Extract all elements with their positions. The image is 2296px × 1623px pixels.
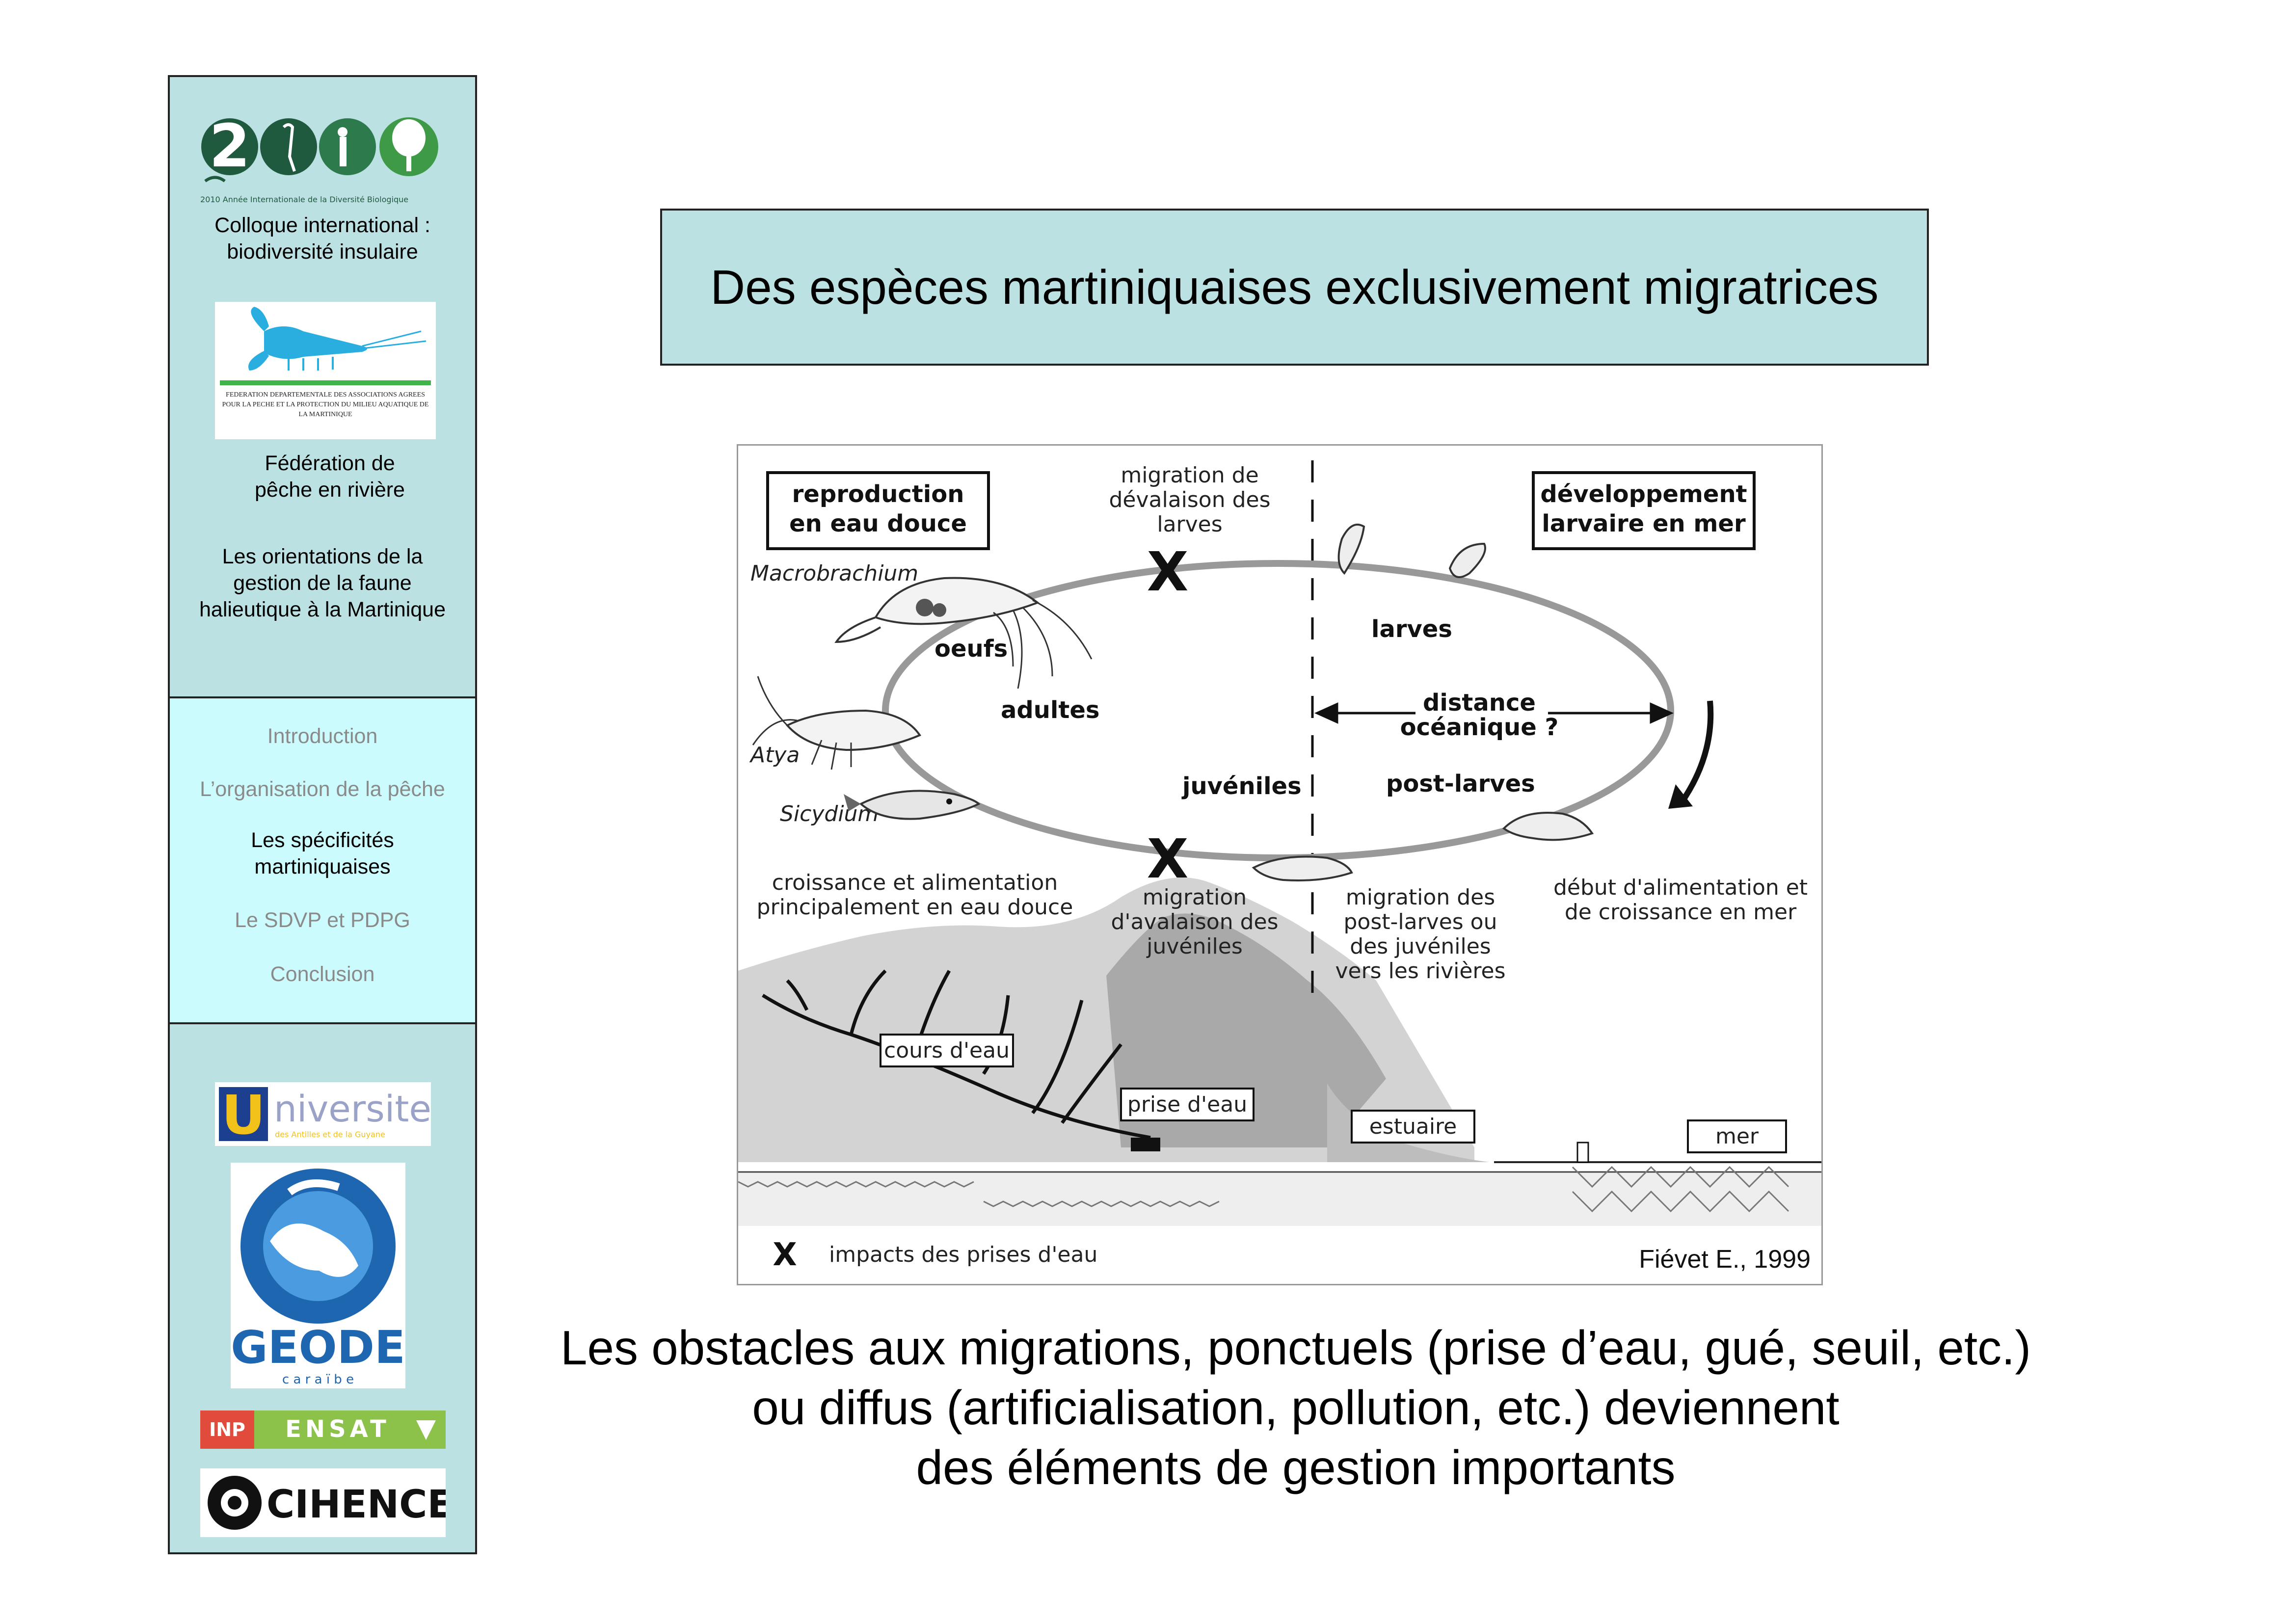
macrobrachium-shrimp-icon: [836, 578, 1092, 689]
slide-title: Des espèces martiniquaises exclusivement…: [662, 211, 1927, 364]
geode-logo-text: GEODE: [231, 1321, 405, 1374]
geode-logo-subtext: c a r a ï b e: [282, 1372, 354, 1387]
species-atya: Atya: [749, 743, 800, 768]
croissance-line2: principalement en eau douce: [757, 895, 1073, 920]
cycle-direction-arrow: [1681, 701, 1710, 804]
federation-logo-caption: FEDERATION DEPARTEMENTALE DES ASSOCIATIO…: [220, 390, 431, 420]
impact-marker-bottom: X: [1147, 827, 1189, 890]
inp-logo-text: INP: [209, 1419, 245, 1440]
label-mer: mer: [1715, 1124, 1759, 1149]
impact-marker-top: X: [1147, 540, 1189, 603]
label-post-larves: post-larves: [1386, 770, 1535, 798]
year-2010-logo: 2 2010 Année Internationale de la Divers…: [200, 107, 446, 206]
migration-cycle-diagram: reproduction en eau douce développement …: [738, 446, 1821, 1284]
migration-cycle-figure: reproduction en eau douce développement …: [737, 444, 1823, 1285]
federation-label: Fédération de pêche en rivière: [170, 450, 475, 503]
label-prise-eau: prise d'eau: [1127, 1092, 1247, 1117]
universite-logo: U niversite des Antilles et de la Guyane: [215, 1082, 431, 1146]
legend-marker: X: [773, 1237, 797, 1273]
label-adultes: adultes: [1001, 696, 1099, 724]
cihence-logo: CIHENCE: [200, 1468, 446, 1537]
partner-logos-panel: U niversite des Antilles et de la Guyane…: [170, 1024, 475, 1552]
svg-text:2: 2: [209, 112, 250, 181]
nav-item-conclusion[interactable]: Conclusion: [170, 961, 475, 987]
label-oeufs: oeufs: [934, 635, 1008, 663]
universite-logo-text: niversite: [274, 1088, 431, 1130]
label-cours-eau: cours d'eau: [884, 1038, 1010, 1063]
label-larves: larves: [1371, 615, 1452, 643]
caption-line-1: Les obstacles aux migrations, ponctuels …: [491, 1318, 2101, 1378]
migration-devalaison-line1: migration de: [1121, 463, 1258, 488]
ensat-logo-text: ENSAT: [285, 1415, 390, 1443]
label-estuaire: estuaire: [1369, 1114, 1457, 1139]
label-distance-line1: distance: [1423, 689, 1536, 717]
svg-text:U: U: [221, 1084, 265, 1146]
migration-postlarves-line1: migration des: [1346, 885, 1495, 910]
box-reproduction-line1: reproduction: [792, 480, 964, 508]
colloque-label: Colloque international : biodiversité in…: [170, 212, 475, 265]
caption-line-2: ou diffus (artificialisation, pollution,…: [491, 1378, 2101, 1437]
inp-ensat-logo: INP ENSAT: [200, 1410, 446, 1449]
federation-peche-logo: FEDERATION DEPARTEMENTALE DES ASSOCIATIO…: [215, 302, 436, 439]
migration-avalaison-line1: migration: [1143, 885, 1247, 910]
nav-item-specificites[interactable]: Les spécificités martiniquaises: [170, 827, 475, 880]
sidebar-nav: Introduction L’organisation de la pêche …: [170, 698, 475, 1024]
migration-postlarves-line2: post-larves ou: [1343, 909, 1497, 934]
legend-text: impacts des prises d'eau: [829, 1242, 1097, 1267]
nav-item-introduction[interactable]: Introduction: [170, 723, 475, 749]
migration-avalaison-line2: d'avalaison des: [1111, 909, 1278, 934]
box-developpement-line1: développement: [1540, 480, 1747, 508]
orientations-label: Les orientations de la gestion de la fau…: [170, 543, 475, 623]
slide-title-box: Des espèces martiniquaises exclusivement…: [660, 209, 1929, 366]
migration-postlarves-line3: des juvéniles: [1350, 934, 1491, 959]
species-macrobrachium: Macrobrachium: [750, 561, 918, 586]
universite-logo-subtext: des Antilles et de la Guyane: [275, 1130, 385, 1139]
slide-caption: Les obstacles aux migrations, ponctuels …: [491, 1318, 2101, 1497]
label-juveniles: juvéniles: [1181, 772, 1302, 800]
debut-alimentation-line1: début d'alimentation et: [1553, 875, 1808, 900]
nav-item-sdvp-pdpg[interactable]: Le SDVP et PDPG: [170, 907, 475, 933]
caption-line-3: des éléments de gestion importants: [491, 1437, 2101, 1497]
label-distance-line2: océanique ?: [1400, 714, 1559, 741]
migration-devalaison-line3: larves: [1157, 512, 1222, 537]
logo-2010-caption: 2010 Année Internationale de la Diversit…: [200, 195, 408, 204]
croissance-line1: croissance et alimentation: [772, 870, 1058, 895]
migration-avalaison-line3: juvéniles: [1146, 934, 1243, 959]
figure-credit: Fiévet E., 1999: [1639, 1245, 1811, 1274]
sidebar: 2 2010 Année Internationale de la Divers…: [168, 75, 477, 1554]
nav-item-organisation[interactable]: L’organisation de la pêche: [170, 776, 475, 802]
sidebar-header-panel: 2 2010 Année Internationale de la Divers…: [170, 77, 475, 698]
box-developpement-line2: larvaire en mer: [1542, 510, 1746, 537]
migration-postlarves-line4: vers les rivières: [1335, 958, 1505, 984]
migration-devalaison-line2: dévalaison des: [1109, 487, 1270, 512]
box-reproduction-line2: en eau douce: [789, 510, 967, 537]
geode-logo: GEODE c a r a ï b e: [231, 1163, 405, 1388]
cihence-logo-text: CIHENCE: [267, 1483, 446, 1527]
debut-alimentation-line2: de croissance en mer: [1565, 900, 1797, 925]
